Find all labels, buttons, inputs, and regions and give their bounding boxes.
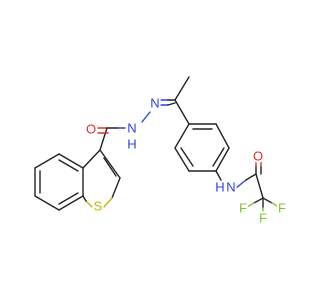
nitrogen-atom-nh-hydrazide: N	[127, 120, 136, 135]
bond	[111, 177, 121, 199]
atom-label-layer: O N H N S N H O F F F	[84, 93, 288, 227]
fluorine-atom-left: F	[239, 200, 247, 215]
bond	[180, 147, 194, 167]
nitrogen-atom-imine: N	[150, 95, 159, 110]
bond	[174, 76, 190, 101]
bond	[103, 157, 117, 177]
bond	[103, 197, 113, 208]
bond	[245, 173, 257, 181]
bond	[58, 159, 79, 172]
fluorine-atom-bottom: F	[259, 210, 267, 225]
bond-layer	[34, 76, 280, 216]
bond	[99, 127, 108, 151]
bond	[99, 149, 121, 179]
bond	[82, 149, 101, 169]
bond	[34, 195, 60, 211]
bond	[215, 123, 230, 149]
bond	[58, 153, 84, 169]
bond	[141, 111, 151, 123]
molecule-canvas: O N H N S N H O F F F	[34, 76, 288, 227]
bond	[174, 123, 190, 149]
bond	[262, 197, 273, 204]
fluorine-atom-right: F	[278, 200, 286, 215]
molecule-structure: O N H N S N H O F F F	[34, 76, 288, 227]
bond	[85, 200, 93, 208]
hydrogen-atom-amide: H	[215, 179, 224, 194]
bond	[271, 202, 280, 208]
bond	[215, 147, 230, 172]
bond	[174, 147, 190, 172]
oxygen-atom-right: O	[253, 148, 263, 163]
bond	[82, 195, 87, 202]
bond	[58, 192, 79, 205]
sulfur-atom: S	[94, 198, 103, 213]
bond	[253, 197, 264, 204]
bond	[220, 179, 227, 189]
bond	[255, 173, 264, 199]
bond	[174, 99, 190, 125]
bond	[235, 179, 247, 189]
bond	[167, 102, 176, 106]
oxygen-atom-left: O	[86, 121, 96, 136]
nitrogen-atom-amide: N	[226, 179, 235, 194]
bond	[58, 195, 84, 211]
bond	[212, 147, 225, 167]
bond	[34, 153, 60, 169]
bond	[246, 202, 255, 208]
bond	[215, 170, 222, 181]
hydrogen-atom-hydrazide: H	[127, 136, 136, 151]
